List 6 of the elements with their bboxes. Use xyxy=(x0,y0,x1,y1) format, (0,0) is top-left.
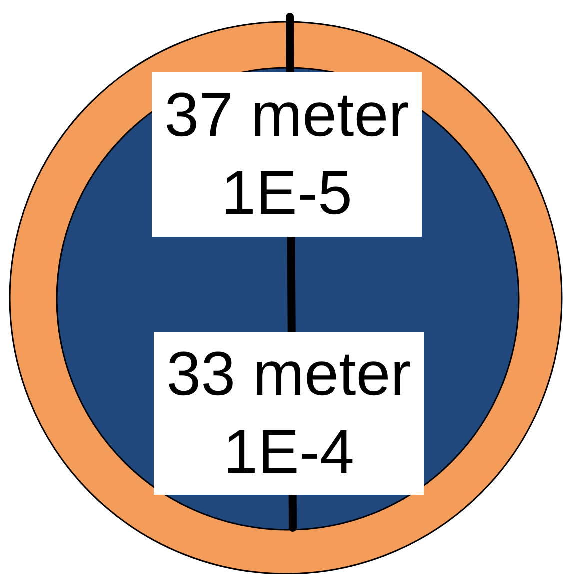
label-text: 1E-4 xyxy=(224,416,354,488)
label-text: 33 meter xyxy=(166,338,412,410)
label-box xyxy=(152,72,422,237)
label-box xyxy=(154,332,424,495)
label-text: 1E-5 xyxy=(222,158,352,230)
label-text: 37 meter xyxy=(164,80,410,152)
